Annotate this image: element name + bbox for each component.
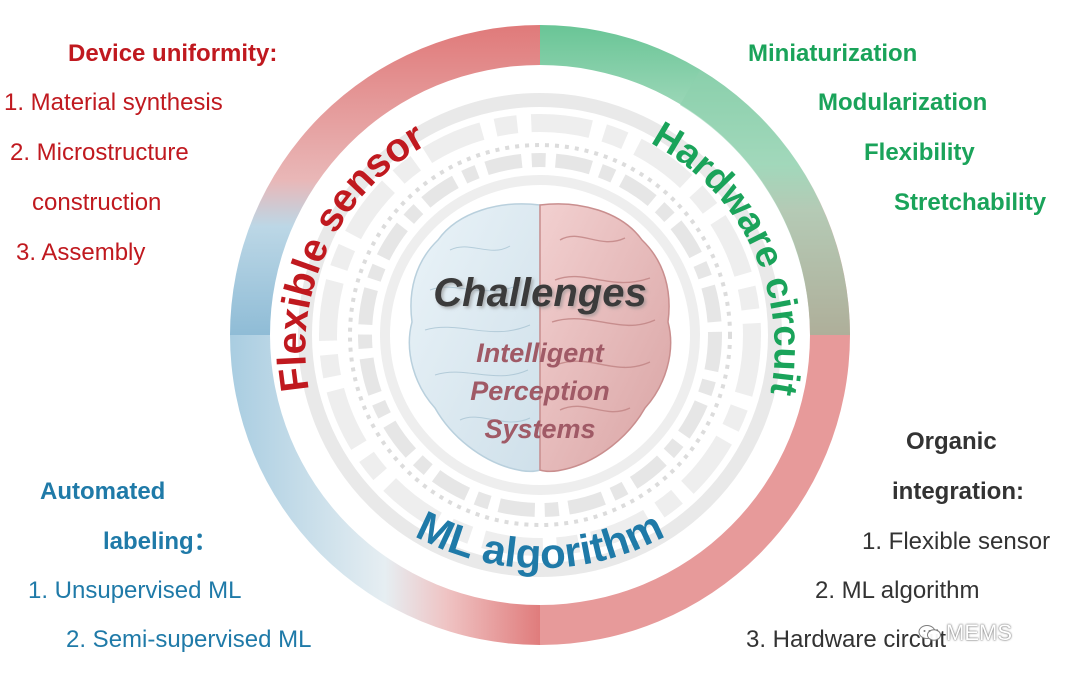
outer-ring	[230, 25, 850, 645]
wechat-icon	[918, 625, 941, 641]
hardware-item-1: Miniaturization	[748, 40, 918, 67]
center-title: Challenges	[433, 271, 646, 315]
organic-item-1: 1. Flexible sensor	[862, 528, 1051, 555]
brain-left-hemisphere	[408, 203, 541, 473]
center-subtitle-line-2: Perception	[470, 376, 610, 406]
automated-labeling-heading-1: Automated	[40, 478, 166, 505]
watermark: MEMS	[918, 620, 1012, 646]
brain-right-hemisphere	[539, 203, 672, 473]
organic-item-2: 2. ML algorithm	[815, 577, 980, 604]
inner-rings	[287, 82, 793, 588]
watermark-text: MEMS	[946, 620, 1012, 645]
labeling-item-1: 1. Unsupervised ML	[28, 577, 242, 604]
device-uniformity-heading: Device uniformity:	[68, 40, 278, 67]
organic-item-3: 3. Hardware circuit	[746, 626, 947, 653]
device-item-3: 3. Assembly	[16, 239, 146, 266]
organic-heading-2: integration:	[892, 478, 1024, 505]
automated-labeling-heading-2: labeling：	[103, 528, 218, 555]
brain-illustration	[408, 203, 672, 473]
center-subtitle-line-3: Systems	[484, 414, 595, 444]
labeling-item-2: 2. Semi-supervised ML	[66, 626, 312, 653]
device-item-1: 1. Material synthesis	[4, 89, 223, 116]
device-item-2: 2. Microstructure	[10, 139, 189, 166]
hardware-item-2: Modularization	[818, 89, 988, 116]
organic-heading-1: Organic	[906, 428, 997, 455]
hardware-item-4: Stretchability	[894, 189, 1047, 216]
device-item-2-cont: construction	[32, 189, 162, 216]
hardware-item-3: Flexibility	[864, 139, 975, 166]
center-subtitle-line-1: Intelligent	[476, 338, 605, 368]
